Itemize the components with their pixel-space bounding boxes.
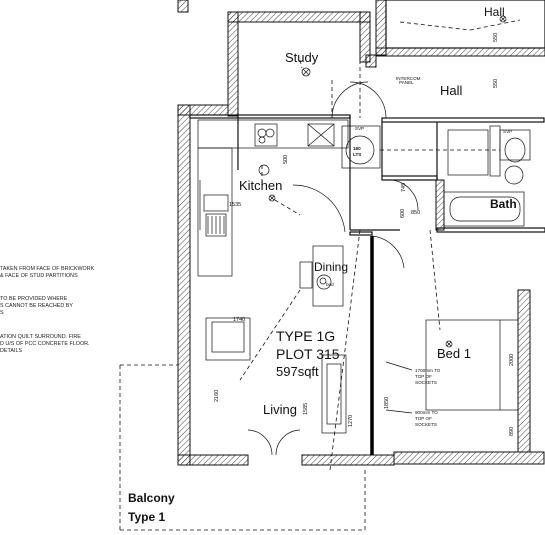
dim-550-top: 550 — [493, 33, 499, 42]
cylinder-label: 180 LTS — [353, 146, 362, 157]
dim-850: 850 — [411, 210, 420, 216]
unit-type-label: TYPE 1G — [276, 328, 335, 344]
room-label-bed: Bed 1 — [437, 346, 471, 361]
dim-500: 500 — [283, 155, 289, 164]
room-label-living: Living — [263, 402, 297, 417]
note-line-2: & FACE OF STUD PARTITIONS — [0, 273, 78, 279]
dim-1535: 1535 — [229, 202, 241, 208]
sockets-annotation-1700: 1700mm TO TOP OF SOCKETS — [385, 361, 441, 385]
dim-1850: 1850 — [384, 397, 390, 409]
room-label-dining: Dining — [314, 260, 348, 274]
dim-600: 600 — [400, 209, 406, 218]
room-label-hall-top: Hall — [484, 5, 505, 19]
sockets-900-line1: 900mm TO — [415, 410, 438, 415]
service-lines — [119, 19, 521, 531]
sockets-900-line3: SOCKETS — [415, 422, 437, 427]
note-line-1: TAKEN FROM FACE OF BRICKWORK — [0, 266, 95, 272]
sockets-1700-line3: SOCKETS — [415, 380, 437, 385]
cropped-footer-area — [420, 528, 545, 535]
intercom-label: INTERCOM PANEL — [396, 76, 422, 85]
doors — [247, 81, 419, 456]
sockets-annotation-900: 900mm TO TOP OF SOCKETS — [385, 409, 438, 427]
internal-walls — [189, 0, 545, 455]
cylinder-label-line2: LTS — [353, 152, 361, 157]
external-walls — [177, 0, 545, 466]
bed-label-small: bed — [326, 282, 334, 287]
svp-label-1: SVP — [355, 126, 364, 131]
dim-1585: 1585 — [303, 403, 309, 415]
cylinder-label-line1: 180 — [353, 146, 361, 151]
note-line-4: S CANNOT BE REACHED BY — [0, 303, 73, 309]
note-line-7: D U/S OF PCC CONCRETE FLOOR. — [0, 341, 90, 347]
dim-2000: 2000 — [509, 354, 515, 366]
balcony-label-line1: Balcony — [128, 491, 175, 505]
note-line-5: S — [0, 310, 4, 316]
intercom-label-line1: INTERCOM — [396, 76, 421, 81]
light-fittings — [258, 15, 507, 348]
dim-745: 745 — [401, 183, 407, 192]
dim-890: 890 — [509, 427, 515, 436]
note-line-8: DETAILS — [0, 348, 22, 354]
sockets-1700-line2: TOP OF — [415, 374, 432, 379]
fixtures — [197, 119, 531, 434]
note-line-6: ATION QUILT SURROUND. FIRE — [0, 334, 81, 340]
svp-label-2: SVP — [503, 129, 512, 134]
note-line-3: TO BE PROVIDED WHERE — [0, 296, 68, 302]
sockets-1700-line1: 1700mm TO — [415, 368, 441, 373]
intercom-label-line2: PANEL — [399, 80, 414, 85]
area-label: 597sqft — [276, 364, 319, 379]
plot-label: PLOT 315 — [276, 346, 340, 362]
balcony-label-line2: Type 1 — [128, 510, 165, 524]
dim-1740: 1740 — [233, 317, 245, 323]
dimensions: 550 550 500 1535 745 850 600 1740 2160 1… — [214, 33, 515, 436]
room-label-study: Study — [285, 50, 319, 65]
dim-550-hall: 550 — [493, 79, 499, 88]
sockets-900-line2: TOP OF — [415, 416, 432, 421]
room-label-hall: Hall — [440, 83, 463, 98]
general-notes: TAKEN FROM FACE OF BRICKWORK & FACE OF S… — [0, 266, 95, 354]
dim-1270: 1270 — [348, 415, 354, 427]
dim-2160: 2160 — [214, 390, 220, 402]
room-label-bath: Bath — [490, 197, 517, 211]
room-label-kitchen: Kitchen — [239, 178, 282, 193]
